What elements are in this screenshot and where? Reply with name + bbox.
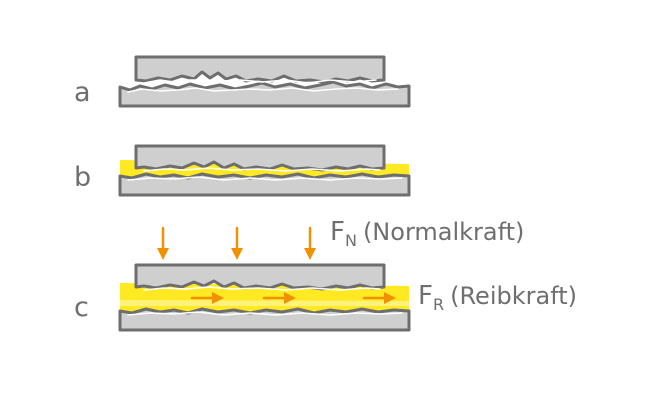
bottom-plate-highlight	[127, 176, 403, 181]
friction-force-symbol: F	[418, 281, 433, 311]
bottom-plate-highlight	[127, 311, 403, 316]
normal-force-arrow	[231, 226, 243, 260]
normal-force-label: FN (Normalkraft)	[330, 217, 524, 250]
normal-force-description: (Normalkraft)	[363, 218, 524, 246]
row-a: a	[74, 55, 411, 108]
friction-force-arrow	[190, 292, 224, 304]
top-plate-highlight	[143, 79, 377, 84]
friction-force-arrows	[190, 292, 396, 304]
friction-force-label: FR (Reibkraft)	[418, 281, 577, 314]
row-c: c FN(Normalkraft)	[74, 217, 577, 332]
top-plate	[134, 144, 386, 172]
friction-force-arrow	[362, 292, 396, 304]
normal-force-arrows	[157, 226, 316, 260]
bottom-plate	[118, 172, 411, 197]
top-plate	[134, 263, 386, 291]
normal-force-symbol: F	[330, 217, 345, 247]
friction-force-description: (Reibkraft)	[450, 282, 577, 310]
top-plate-highlight	[143, 286, 381, 291]
normal-force-arrow	[304, 226, 316, 260]
row-b: b	[74, 144, 411, 197]
bottom-plate	[118, 80, 411, 108]
friction-force-subscript: R	[433, 295, 444, 314]
top-plate-highlight	[143, 167, 381, 172]
row-label-a: a	[74, 77, 91, 108]
top-plate	[134, 55, 386, 84]
row-label-c: c	[74, 292, 89, 323]
bottom-plate	[118, 307, 411, 332]
normal-force-subscript: N	[345, 231, 357, 250]
normal-force-arrow	[157, 226, 169, 260]
bottom-plate-highlight	[127, 87, 399, 93]
friction-force-arrow	[262, 292, 296, 304]
row-label-b: b	[74, 162, 91, 193]
lubricant-highlight	[120, 300, 409, 306]
